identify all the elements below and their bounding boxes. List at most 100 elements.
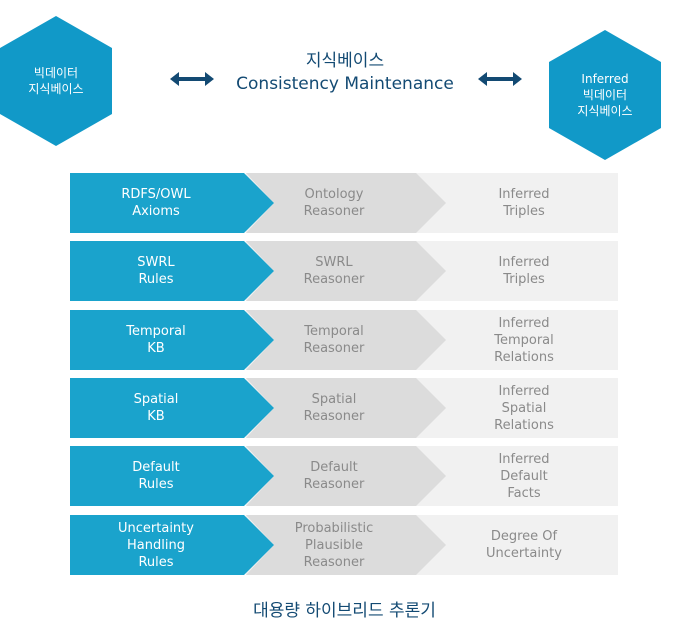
hexagon-shape xyxy=(0,16,112,146)
output-cell-line: Relations xyxy=(494,349,554,365)
double-arrow-icon xyxy=(478,72,522,86)
reasoner-cell-line: Spatial xyxy=(311,392,357,407)
hexagon-label: Inferred 빅데이터 지식베이스 xyxy=(549,30,661,160)
reasoner-cell-line: SWRL xyxy=(315,255,353,270)
input-cell-line: Rules xyxy=(138,477,174,492)
input-cell-line: SWRL xyxy=(137,255,175,270)
hexagon-shape xyxy=(549,30,661,160)
input-cell: RDFS/OWL Axioms xyxy=(70,173,242,233)
hexagon-label-line: 빅데이터 xyxy=(582,88,628,102)
row-background xyxy=(70,446,618,506)
hexagon-label-line: 지식베이스 xyxy=(577,104,633,118)
reasoner-cell-line: Reasoner xyxy=(303,272,365,287)
reasoner-cell-line: Reasoner xyxy=(303,341,365,356)
input-cell-line: KB xyxy=(147,341,165,356)
reasoner-cell-line: Temporal xyxy=(304,324,364,339)
output-cell-line: Inferred xyxy=(498,315,550,331)
reasoner-cell: SWRL Reasoner xyxy=(248,241,420,301)
output-cell-line: Triples xyxy=(503,272,545,287)
input-cell-line: Rules xyxy=(138,554,174,570)
hexagon-bigdata-kb: 빅데이터 지식베이스 xyxy=(0,16,112,146)
input-cell-line: RDFS/OWL xyxy=(121,187,191,202)
output-cell-line: Temporal xyxy=(494,332,554,348)
consistency-maintenance-title: 지식베이스 Consistency Maintenance xyxy=(214,50,476,96)
output-cell-line: Facts xyxy=(507,485,541,501)
reasoner-cell-line: Reasoner xyxy=(303,477,365,492)
output-cell-line: Inferred xyxy=(498,451,550,467)
input-cell-line: Spatial xyxy=(133,392,179,407)
input-cell-bg xyxy=(70,310,274,370)
reasoner-cell-line: Probabilistic xyxy=(294,520,374,536)
hexagon-label-line: Inferred xyxy=(581,72,629,86)
output-cell-line: Uncertainty xyxy=(486,546,562,561)
row-background xyxy=(70,241,618,301)
input-cell-line: KB xyxy=(147,409,165,424)
hexagon-label-line: 빅데이터 xyxy=(33,66,79,80)
input-cell-line: Rules xyxy=(138,272,174,287)
reasoner-cell-line: Reasoner xyxy=(303,204,365,219)
output-cell-line: Inferred xyxy=(498,187,550,202)
hybrid-reasoner-caption: 대용량 하이브리드 추론기 xyxy=(253,601,436,621)
row-background xyxy=(70,310,618,370)
input-cell-line: Handling xyxy=(127,537,185,553)
output-cell-line: Spatial xyxy=(501,400,547,416)
input-cell-bg xyxy=(70,515,274,575)
input-cell-bg xyxy=(70,446,274,506)
input-cell-line: Default xyxy=(132,460,180,475)
reasoner-cell-line: Ontology xyxy=(304,187,364,202)
output-cell-line: Degree Of xyxy=(490,529,558,544)
output-cell: Degree Of Uncertainty xyxy=(430,515,618,575)
reasoner-cell-bg xyxy=(246,173,446,233)
input-cell: SWRL Rules xyxy=(70,241,242,301)
output-cell-line: Inferred xyxy=(498,255,550,270)
hexagon-inferred-bigdata-kb: Inferred 빅데이터 지식베이스 xyxy=(549,30,661,160)
double-arrow-icon xyxy=(170,72,214,86)
hexagon-label: 빅데이터 지식베이스 xyxy=(0,16,112,146)
input-cell-bg xyxy=(70,378,274,438)
reasoner-cell-bg xyxy=(246,241,446,301)
reasoner-cell-bg xyxy=(246,446,446,506)
output-cell-line: Default xyxy=(500,468,548,484)
output-cell-line: Inferred xyxy=(498,383,550,399)
input-cell-line: Temporal xyxy=(126,324,186,339)
reasoner-cell-line: Reasoner xyxy=(303,409,365,424)
output-cell-line: Relations xyxy=(494,417,554,433)
input-cell-bg xyxy=(70,241,274,301)
row-background xyxy=(70,378,618,438)
output-cell-line: Triples xyxy=(503,204,545,219)
input-cell-line: Axioms xyxy=(132,204,180,219)
reasoner-cell-line: Plausible xyxy=(305,537,363,553)
hexagon-label-line: 지식베이스 xyxy=(28,82,84,96)
reasoner-cell-line: Reasoner xyxy=(303,554,365,570)
input-cell-bg xyxy=(70,173,274,233)
title-line: 지식베이스 xyxy=(305,51,385,71)
reasoner-cell-bg xyxy=(246,310,446,370)
reasoner-cell-bg xyxy=(246,515,446,575)
row-background xyxy=(70,515,618,575)
title-line: Consistency Maintenance xyxy=(236,74,454,94)
reasoner-cell-bg xyxy=(246,378,446,438)
row-background xyxy=(70,173,618,233)
reasoner-cell-line: Default xyxy=(310,460,358,475)
input-cell-line: Uncertainty xyxy=(118,520,194,536)
